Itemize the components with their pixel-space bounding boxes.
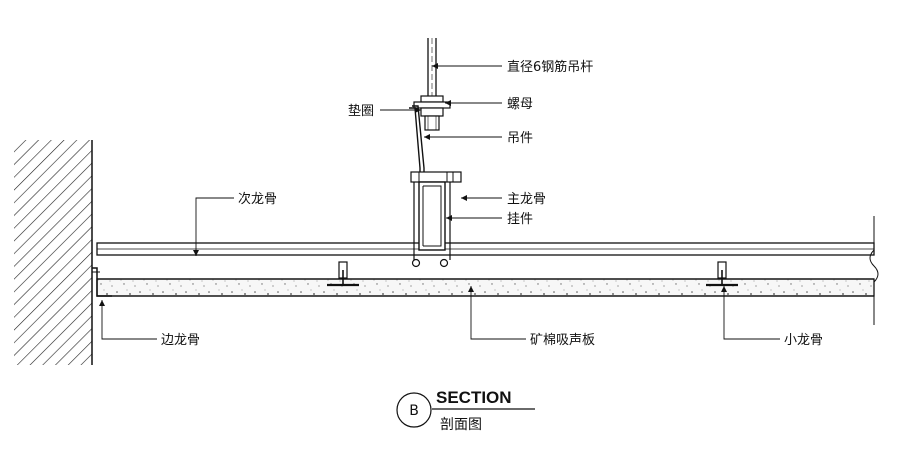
label-nut: 螺母 xyxy=(507,97,533,112)
arrow-clip xyxy=(446,215,452,221)
small-keel-right xyxy=(706,261,738,287)
clip xyxy=(411,182,451,268)
mineral-board xyxy=(96,278,875,297)
section-title: SECTION xyxy=(436,388,512,407)
label-washer: 垫圈 xyxy=(348,103,374,119)
arrow-edge-keel xyxy=(99,300,105,306)
secondary-keel xyxy=(96,242,875,256)
label-small-keel: 小龙骨 xyxy=(784,333,823,348)
bolt xyxy=(410,171,462,183)
label-hanger: 吊件 xyxy=(507,131,533,146)
arrow-hanger xyxy=(424,134,430,140)
title-block: B SECTION 剖面图 xyxy=(396,388,535,433)
arrow-main-keel xyxy=(461,195,467,201)
arrow-secondary-keel xyxy=(193,250,199,256)
arrow-small-keel xyxy=(721,286,727,292)
label-board: 矿棉吸声板 xyxy=(530,333,595,348)
wall xyxy=(14,140,93,365)
arrow-rod xyxy=(432,63,438,69)
label-secondary-keel: 次龙骨 xyxy=(238,191,277,207)
arrow-nut xyxy=(445,100,451,106)
leader-lines xyxy=(101,65,780,340)
section-marker-circle xyxy=(396,392,432,428)
arrow-washer xyxy=(415,107,421,113)
section-marker: B xyxy=(409,403,419,419)
section-subtitle: 剖面图 xyxy=(440,417,482,433)
leader-arrows xyxy=(99,63,727,306)
label-edge-keel: 边龙骨 xyxy=(161,333,200,348)
small-keel-left xyxy=(327,261,359,287)
label-main-keel: 主龙骨 xyxy=(507,192,546,207)
label-clip: 挂件 xyxy=(507,212,533,227)
arrow-board xyxy=(468,286,474,292)
main-keel xyxy=(418,181,446,251)
break-line xyxy=(869,216,879,325)
edge-keel xyxy=(92,267,112,297)
hanger-strap xyxy=(409,105,425,178)
label-rod: 直径6钢筋吊杆 xyxy=(507,59,593,75)
